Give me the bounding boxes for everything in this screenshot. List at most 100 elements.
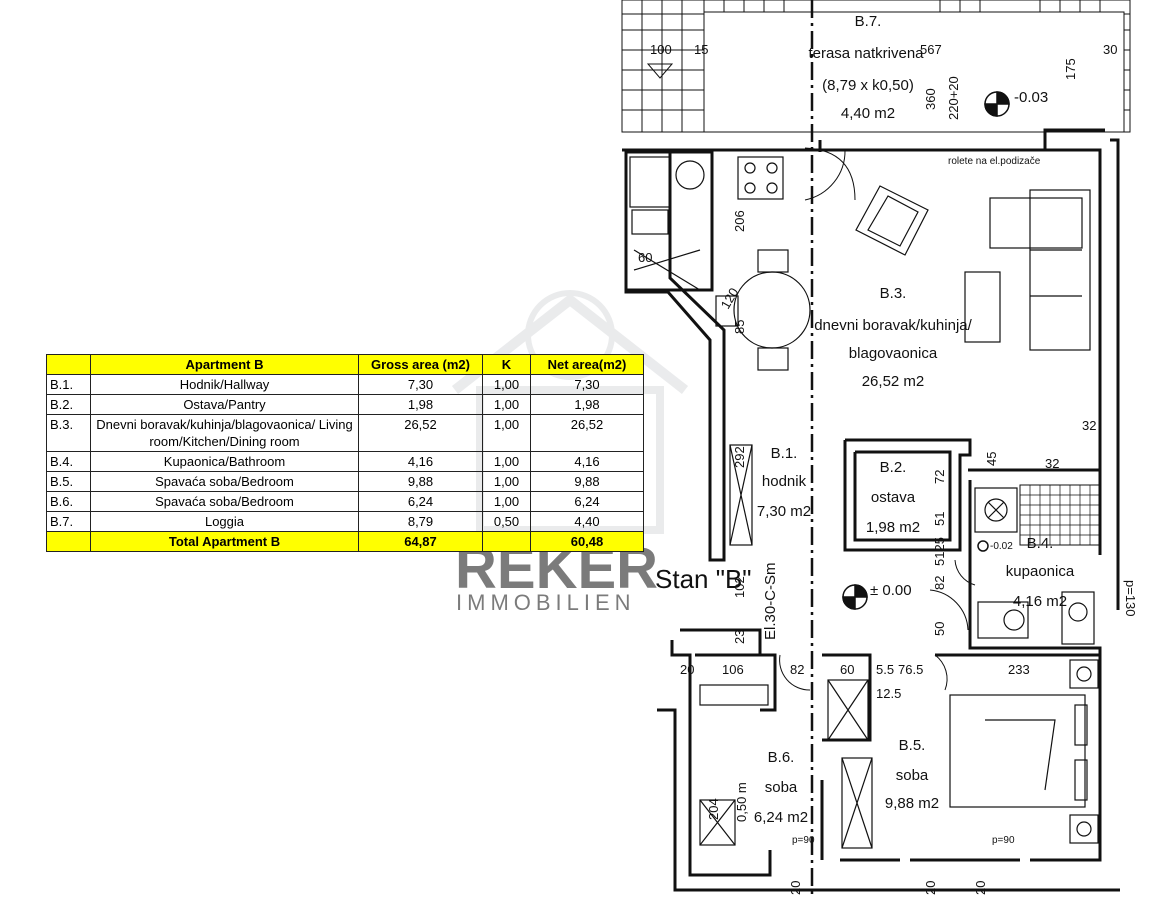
table-row: B.4. Kupaonica/Bathroom 4,16 1,00 4,16 bbox=[46, 451, 644, 472]
dining-table bbox=[715, 249, 811, 371]
header-net: Net area(m2) bbox=[530, 354, 644, 375]
room-b7-label: B.7. terasa natkrivena (8,79 x k0,50) 4,… bbox=[808, 13, 924, 122]
svg-text:567: 567 bbox=[920, 42, 942, 57]
double-bed bbox=[949, 659, 1099, 844]
rolete-note: rolete na el.podizače bbox=[948, 156, 1041, 167]
bathroom-fixtures bbox=[974, 487, 1095, 645]
area-table: Apartment B Gross area (m2) K Net area(m… bbox=[46, 354, 644, 552]
room-b5-label: B.5. soba 9,88 m2 bbox=[885, 737, 939, 812]
svg-text:7,30 m2: 7,30 m2 bbox=[757, 503, 811, 520]
elevation-main: ± 0.00 bbox=[870, 582, 912, 599]
svg-text:360: 360 bbox=[923, 88, 938, 110]
svg-text:82: 82 bbox=[790, 662, 804, 677]
svg-text:26,52 m2: 26,52 m2 bbox=[862, 373, 925, 390]
terrace-area bbox=[621, 0, 1131, 133]
header-code bbox=[46, 354, 91, 375]
svg-text:102: 102 bbox=[732, 576, 747, 598]
svg-text:20: 20 bbox=[973, 881, 988, 895]
svg-text:dnevni boravak/kuhinja/: dnevni boravak/kuhinja/ bbox=[814, 317, 972, 334]
table-row: B.2. Ostava/Pantry 1,98 1,00 1,98 bbox=[46, 394, 644, 415]
svg-text:206: 206 bbox=[732, 210, 747, 232]
svg-text:82: 82 bbox=[932, 576, 947, 590]
living-furniture bbox=[855, 185, 1091, 351]
walls bbox=[622, 128, 1120, 892]
svg-text:204: 204 bbox=[706, 798, 721, 820]
svg-text:100: 100 bbox=[650, 42, 672, 57]
svg-text:292: 292 bbox=[732, 446, 747, 468]
svg-text:B.3.: B.3. bbox=[880, 285, 907, 302]
svg-text:p=90: p=90 bbox=[992, 835, 1015, 846]
inner-walls bbox=[843, 438, 1102, 655]
svg-text:p=130: p=130 bbox=[1123, 580, 1138, 617]
room-b2-label: B.2. ostava 1,98 m2 bbox=[866, 459, 920, 536]
svg-text:12.5: 12.5 bbox=[876, 686, 901, 701]
wardrobes bbox=[699, 444, 873, 849]
table-total-row: Total Apartment B 64,87 60,48 bbox=[46, 531, 644, 552]
dimension-labels: 100 15 567 30 175 360 220+20 206 60 120 … bbox=[638, 42, 1138, 895]
svg-text:B.4.: B.4. bbox=[1027, 535, 1054, 552]
svg-text:terasa natkrivena: terasa natkrivena bbox=[808, 45, 924, 62]
table-row: B.5. Spavaća soba/Bedroom 9,88 1,00 9,88 bbox=[46, 471, 644, 492]
svg-text:20: 20 bbox=[788, 881, 803, 895]
svg-text:45: 45 bbox=[984, 452, 999, 466]
svg-text:32: 32 bbox=[1045, 456, 1059, 471]
svg-text:23: 23 bbox=[732, 630, 747, 644]
svg-text:B.5.: B.5. bbox=[899, 737, 926, 754]
elevation-bath: -0.02 bbox=[990, 541, 1013, 552]
svg-text:(8,79 x k0,50): (8,79 x k0,50) bbox=[822, 77, 914, 94]
svg-text:B.2.: B.2. bbox=[880, 459, 907, 476]
svg-text:soba: soba bbox=[765, 779, 798, 796]
svg-text:5.5: 5.5 bbox=[876, 662, 894, 677]
table-row: B.6. Spavaća soba/Bedroom 6,24 1,00 6,24 bbox=[46, 491, 644, 512]
svg-text:B.6.: B.6. bbox=[768, 749, 795, 766]
svg-text:32: 32 bbox=[1082, 418, 1096, 433]
table-row: B.1. Hodnik/Hallway 7,30 1,00 7,30 bbox=[46, 374, 644, 395]
svg-text:hodnik: hodnik bbox=[762, 473, 807, 490]
kitchen-furniture bbox=[629, 156, 784, 291]
svg-text:6,24 m2: 6,24 m2 bbox=[754, 809, 808, 826]
shower-tiles bbox=[1020, 485, 1100, 545]
header-apartment: Apartment B bbox=[90, 354, 359, 375]
svg-text:51: 51 bbox=[932, 512, 947, 526]
room-b4-label: B.4. kupaonica 4,16 m2 bbox=[1006, 535, 1075, 610]
svg-text:4,40 m2: 4,40 m2 bbox=[841, 105, 895, 122]
table-header-row: Apartment B Gross area (m2) K Net area(m… bbox=[46, 354, 644, 375]
svg-text:1,98 m2: 1,98 m2 bbox=[866, 519, 920, 536]
svg-text:p=90: p=90 bbox=[792, 835, 815, 846]
svg-text:233: 233 bbox=[1008, 662, 1030, 677]
svg-text:72: 72 bbox=[932, 470, 947, 484]
svg-text:30: 30 bbox=[1103, 42, 1117, 57]
wall-code: El.30-C-Sm bbox=[762, 562, 779, 640]
svg-text:60: 60 bbox=[840, 662, 854, 677]
svg-text:15: 15 bbox=[694, 42, 708, 57]
svg-text:B.1.: B.1. bbox=[771, 445, 798, 462]
header-gross: Gross area (m2) bbox=[358, 354, 483, 375]
svg-text:20: 20 bbox=[923, 881, 938, 895]
header-k: K bbox=[482, 354, 531, 375]
room-b1-label: B.1. hodnik 7,30 m2 bbox=[757, 445, 811, 520]
svg-text:0,50 m: 0,50 m bbox=[734, 782, 749, 822]
svg-text:20: 20 bbox=[680, 662, 694, 677]
door-swings bbox=[779, 147, 976, 691]
svg-text:soba: soba bbox=[896, 767, 929, 784]
room-b6-label: B.6. soba 6,24 m2 bbox=[754, 749, 808, 826]
svg-text:B.7.: B.7. bbox=[855, 13, 882, 30]
svg-text:4,16 m2: 4,16 m2 bbox=[1013, 593, 1067, 610]
svg-text:50: 50 bbox=[932, 622, 947, 636]
table-row: B.3. Dnevni boravak/kuhinja/blagovaonica… bbox=[46, 414, 644, 452]
svg-text:220+20: 220+20 bbox=[946, 76, 961, 120]
svg-text:kupaonica: kupaonica bbox=[1006, 563, 1075, 580]
room-b3-label: B.3. dnevni boravak/kuhinja/ blagovaonic… bbox=[814, 285, 972, 390]
svg-text:5125: 5125 bbox=[932, 537, 947, 566]
svg-text:blagovaonica: blagovaonica bbox=[849, 345, 938, 362]
svg-text:76.5: 76.5 bbox=[898, 662, 923, 677]
apartment-label: Stan "B" bbox=[655, 564, 752, 594]
table-row: B.7. Loggia 8,79 0,50 4,40 bbox=[46, 511, 644, 532]
elevation-markers bbox=[842, 91, 1010, 610]
svg-text:60: 60 bbox=[638, 250, 652, 265]
svg-text:9,88 m2: 9,88 m2 bbox=[885, 795, 939, 812]
elevation-terrace: -0.03 bbox=[1014, 89, 1048, 106]
svg-text:ostava: ostava bbox=[871, 489, 916, 506]
svg-text:175: 175 bbox=[1063, 58, 1078, 80]
